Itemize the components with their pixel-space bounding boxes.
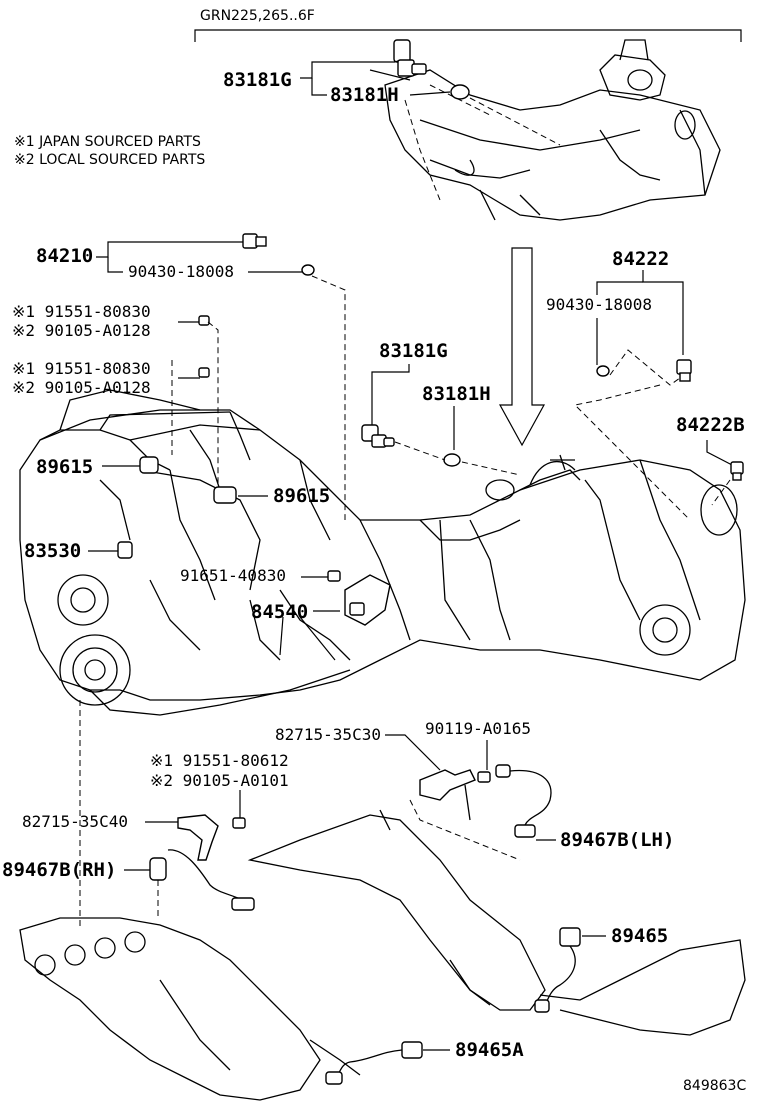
o2-sensor-89465A	[325, 1041, 423, 1085]
callout-82715-35C40: 82715-35C40	[22, 812, 128, 831]
callout-89465A: 89465A	[455, 1039, 524, 1061]
gasket-84222	[596, 365, 610, 377]
callout-89465: 89465	[611, 925, 668, 947]
callout-83181G-mid: 83181G	[379, 340, 448, 362]
callout-91551-80830-a: ※1 91551-80830	[12, 302, 151, 321]
note-local: ※2 LOCAL SOURCED PARTS	[14, 152, 205, 168]
bolt-a	[198, 315, 210, 326]
o2-sensor-rh	[149, 849, 255, 911]
callout-84210: 84210	[36, 245, 93, 267]
callout-91551-80830-b: ※1 91551-80830	[12, 359, 151, 378]
gasket-84210	[301, 264, 315, 276]
callout-83181H-top: 83181H	[330, 84, 399, 106]
callout-90430-right: 90430-18008	[546, 295, 652, 314]
speed-sensor-top	[393, 39, 427, 77]
switch-84222	[676, 359, 692, 382]
callout-84540: 84540	[251, 601, 308, 623]
oil-pressure-switch	[242, 233, 267, 249]
callout-89615-left: 89615	[36, 456, 93, 478]
bolt-91651	[327, 570, 341, 582]
callout-90105-A0101: ※2 90105-A0101	[150, 771, 289, 790]
bracket-lh	[419, 769, 476, 821]
knock-sensor-left	[139, 456, 159, 474]
callout-84222B: 84222B	[676, 414, 745, 436]
o2-sensor-lh	[495, 764, 552, 838]
oil-pressure-sender	[117, 541, 133, 559]
o-ring-top	[450, 84, 470, 100]
figure-id: 849863C	[683, 1078, 746, 1094]
callout-89615-right: 89615	[273, 485, 330, 507]
bolt-91551-80612	[232, 817, 246, 829]
model-header: GRN225,265..6F	[200, 8, 315, 24]
bolt-90119	[477, 771, 491, 783]
transfer-case-upper-drawing	[384, 39, 721, 221]
note-japan: ※1 JAPAN SOURCED PARTS	[14, 134, 201, 150]
callout-89467B-RH: 89467B(RH)	[2, 859, 116, 881]
bracket-rh	[177, 814, 219, 861]
callout-84222: 84222	[612, 248, 669, 270]
callout-91551-80612: ※1 91551-80612	[150, 751, 289, 770]
callout-90105-A0128-a: ※2 90105-A0128	[12, 321, 151, 340]
callout-90430-left: 90430-18008	[128, 262, 234, 281]
callout-82715-35C30: 82715-35C30	[275, 725, 381, 744]
switch-84222B	[730, 461, 744, 481]
callout-83530: 83530	[24, 540, 81, 562]
o-ring-mid	[443, 453, 461, 467]
speed-sensor-mid	[361, 424, 395, 448]
callout-89467B-LH: 89467B(LH)	[560, 829, 674, 851]
neutral-switch	[344, 574, 391, 626]
assembly-arrow	[498, 247, 546, 447]
o2-sensor-89465	[534, 927, 581, 1013]
bolt-b	[198, 367, 210, 378]
callout-91651-40830: 91651-40830	[180, 566, 286, 585]
callout-83181G-top: 83181G	[223, 69, 292, 91]
header-bracket	[194, 29, 742, 42]
callout-90105-A0128-b: ※2 90105-A0128	[12, 378, 151, 397]
knock-sensor-right	[213, 486, 237, 504]
callout-90119-A0165: 90119-A0165	[425, 719, 531, 738]
exhaust-system-drawing	[19, 809, 746, 1101]
callout-83181H-mid: 83181H	[422, 383, 491, 405]
